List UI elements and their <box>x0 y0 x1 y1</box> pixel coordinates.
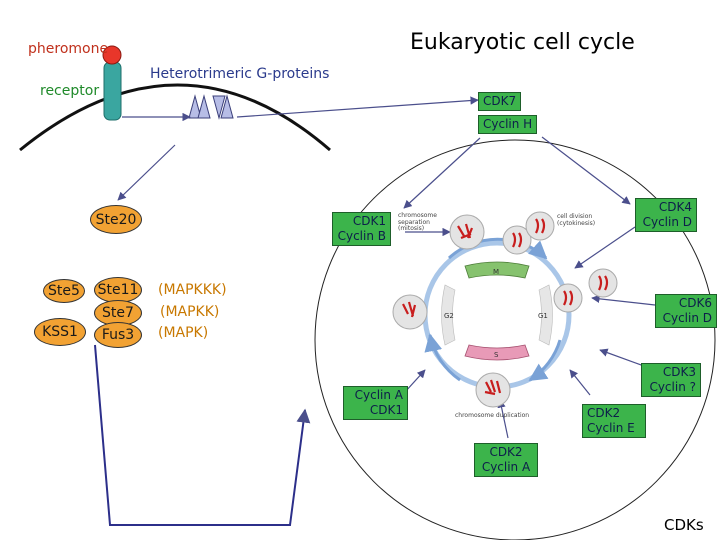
ste11-node: Ste11 <box>94 277 142 303</box>
arrow-cyclinh-to-cdk1 <box>403 137 481 209</box>
cell-image-duplication <box>475 372 511 408</box>
cdk2-cyclin-a-box: CDK2 Cyclin A <box>474 443 538 477</box>
arrow-cdk4-to-g1 <box>574 226 636 269</box>
cyclin-a-label: Cyclin A <box>481 460 531 474</box>
cell-image-g2 <box>392 294 428 330</box>
cdk1-label: CDK1 <box>352 214 386 228</box>
g2-phase-segment <box>441 284 456 346</box>
s-phase-segment <box>464 344 530 361</box>
g1-phase-segment <box>538 284 553 346</box>
cell-image-division-b <box>525 211 555 241</box>
cell-membrane <box>19 83 331 152</box>
cell-division-label: cell division (cytokinesis) <box>557 213 596 227</box>
kss1-node: KSS1 <box>34 318 86 346</box>
cdk7-box: CDK7 <box>478 92 522 111</box>
page-title: Eukaryotic cell cycle <box>410 30 635 55</box>
cdk3-cyclin-box: CDK3 Cyclin ? <box>641 363 701 397</box>
cdk4-cyclin-d-box: CDK4 Cyclin D <box>635 198 697 232</box>
cyclin-a-cdk1-box: Cyclin A CDK1 <box>343 386 408 420</box>
arrow-gprotein-to-cdk7 <box>236 96 479 118</box>
ste5-node: Ste5 <box>43 279 85 303</box>
m-phase-segment <box>464 261 530 279</box>
receptor-label: receptor <box>40 83 100 99</box>
arrow-cdk2a-to-s <box>497 399 509 439</box>
receptor-icon <box>103 61 122 121</box>
arrow-cyclinh-to-cdk4 <box>541 136 631 205</box>
cdk2-cyclin-e-box: CDK2 Cyclin E <box>582 404 646 438</box>
cell-image-g1-b <box>553 283 583 313</box>
cyclin-q-label: Cyclin ? <box>649 380 696 394</box>
phase-label-m: M <box>493 268 499 276</box>
cyclin-b-label: Cyclin B <box>337 229 386 243</box>
cell-image-g1-a <box>588 268 618 298</box>
cdk1-label: CDK1 <box>369 403 403 417</box>
mapkk-label: (MAPKK) <box>160 304 220 320</box>
arrow-cdk2e-to-s <box>569 369 591 396</box>
arrow-cdk6-to-g1 <box>591 294 656 306</box>
arrow-membrane-to-ste20 <box>117 144 176 201</box>
cdk3-label: CDK3 <box>662 365 696 379</box>
cdks-label: CDKs <box>664 516 704 534</box>
cell-outline <box>314 139 716 540</box>
cyclin-h-box: Cyclin H <box>478 115 538 134</box>
cyclin-a-label: Cyclin A <box>354 388 403 402</box>
cdk6-label: CDK6 <box>678 296 712 310</box>
cell-image-division-a <box>502 225 532 255</box>
cdk4-label: CDK4 <box>658 200 692 214</box>
cell-image-mitosis <box>449 214 485 250</box>
chromosome-separation-label: chromosome separation (mitosis) <box>398 212 437 233</box>
chromosome-duplication-label: chromosome duplication <box>455 412 530 419</box>
mapk-label: (MAPK) <box>158 325 209 341</box>
pheromone-icon <box>102 45 122 65</box>
cyclin-d-label: Cyclin D <box>662 311 712 325</box>
mapkkk-label: (MAPKKK) <box>158 282 227 298</box>
phase-label-g1: G1 <box>538 312 548 320</box>
cyclin-d-label: Cyclin D <box>642 215 692 229</box>
fus3-node: Fus3 <box>94 322 142 348</box>
cdk2-label: CDK2 <box>489 445 523 459</box>
cdk6-cyclin-d-box: CDK6 Cyclin D <box>655 294 717 328</box>
arrow-cyclina-to-g2 <box>404 369 426 393</box>
ste20-node: Ste20 <box>90 205 142 234</box>
g-protein-icon <box>188 94 234 120</box>
g-proteins-label: Heterotrimeric G-proteins <box>150 66 330 82</box>
cdk2-label: CDK2 <box>587 406 621 420</box>
cdk1-cyclin-b-box: CDK1 Cyclin B <box>332 212 391 246</box>
cyclin-e-label: Cyclin E <box>587 421 635 435</box>
phase-label-g2: G2 <box>444 312 454 320</box>
arrow-fus3-to-cycle <box>94 344 311 526</box>
phase-label-s: S <box>494 351 499 359</box>
pheromone-label: pheromone <box>28 41 109 57</box>
